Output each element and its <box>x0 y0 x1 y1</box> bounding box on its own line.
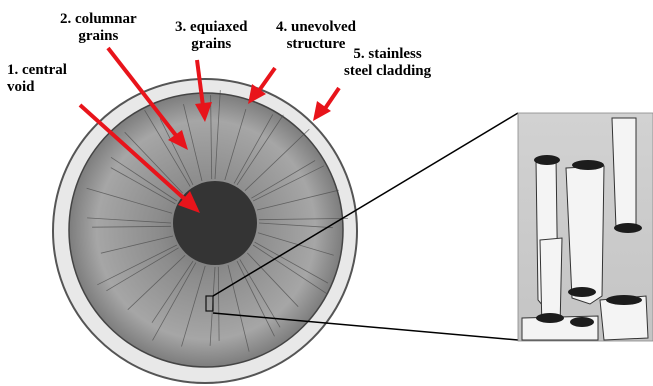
arrow-stainless-cladding <box>313 88 339 121</box>
label-stainless-cladding: 5. stainless steel cladding <box>344 46 431 80</box>
label-central-void: 1. central void <box>7 62 67 96</box>
label-columnar-grains: 2. columnar grains <box>60 11 137 45</box>
label-equiaxed-grains: 3. equiaxed grains <box>175 19 248 53</box>
magnified-micrograph-panel <box>518 113 653 341</box>
central-void <box>173 181 257 265</box>
